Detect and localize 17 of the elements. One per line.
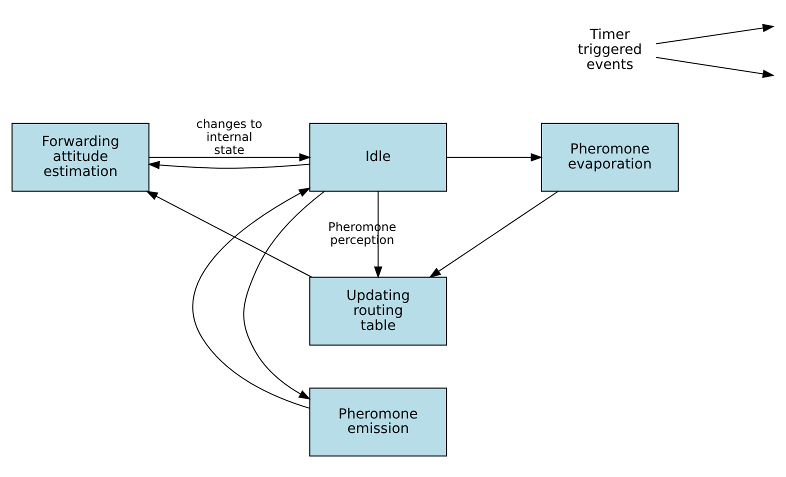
arrow (192, 188, 311, 409)
arrow (146, 190, 312, 278)
arrow (148, 153, 312, 162)
arrow (446, 153, 543, 162)
arrow (656, 24, 775, 44)
node-box: Pheromone evaporation (540, 122, 679, 192)
node-box: Idle (309, 122, 448, 192)
node-box: Updating routing table (309, 276, 448, 346)
arrow (374, 190, 382, 279)
edge-label: changes to internal state (196, 116, 262, 157)
node-box: Pheromone emission (309, 388, 448, 456)
arrow (656, 56, 775, 78)
arrow (148, 160, 310, 170)
arrow (243, 190, 325, 400)
node-box: Forwarding attitude estimation (12, 122, 150, 192)
node-text: Timer triggered events (578, 27, 642, 74)
arrow (428, 190, 559, 278)
